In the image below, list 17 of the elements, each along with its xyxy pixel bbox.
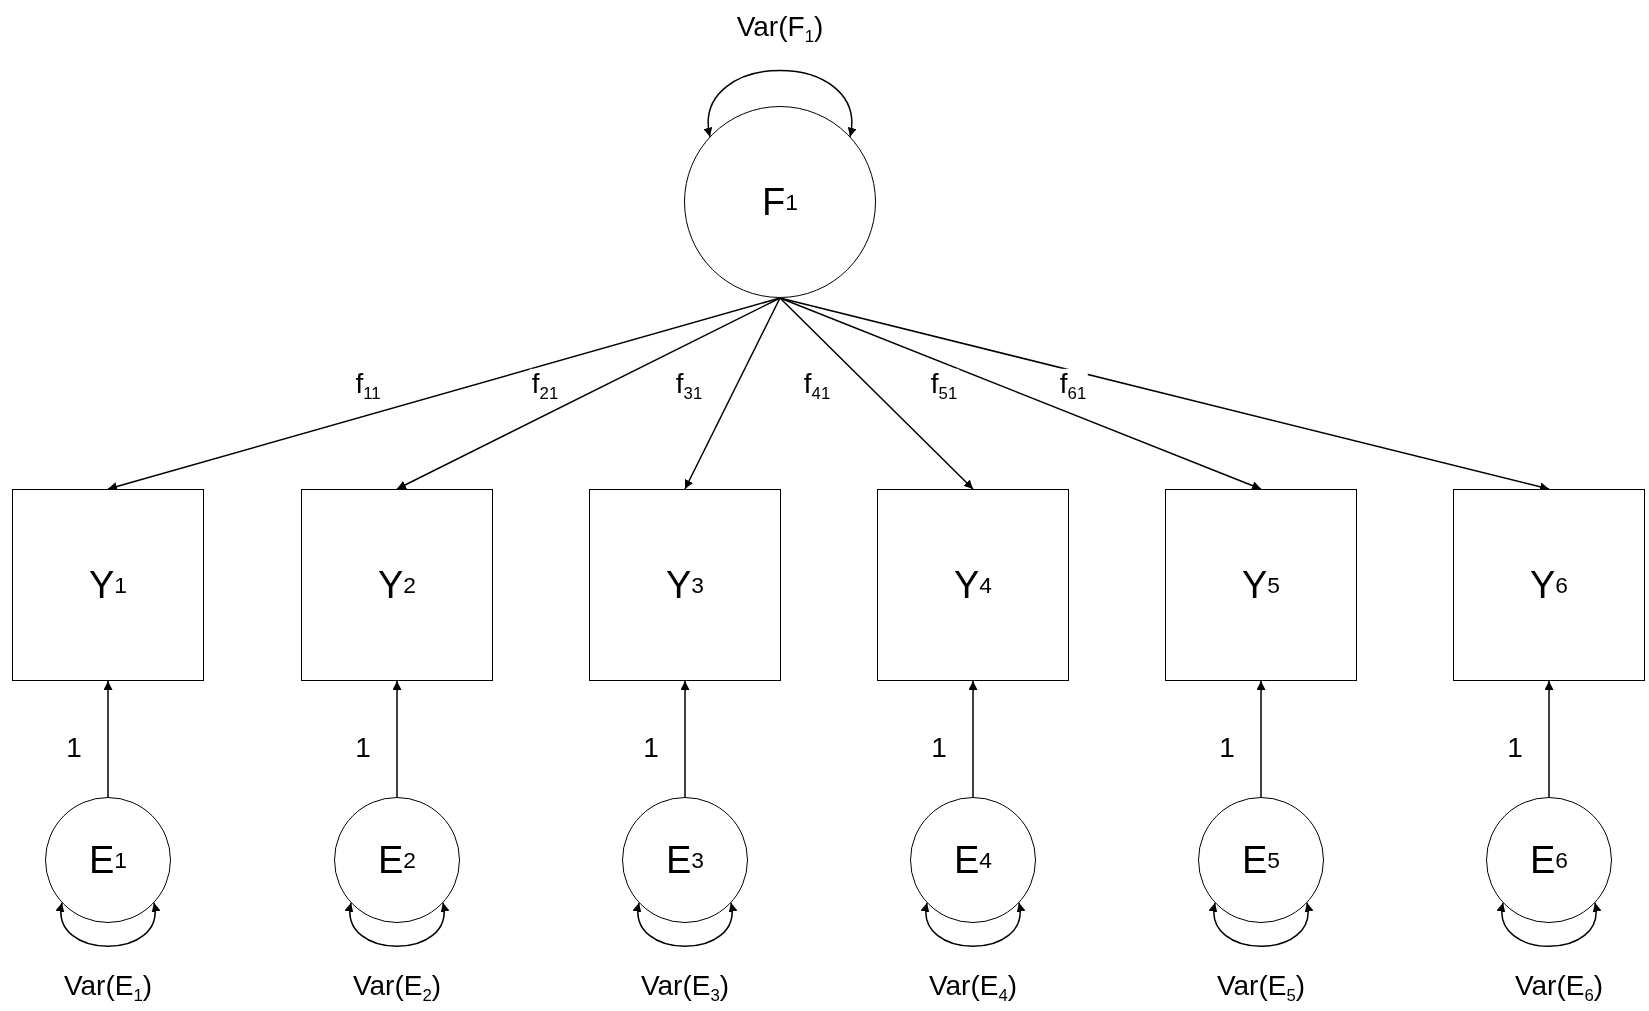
arrow bbox=[779, 297, 974, 490]
self-loop-arrow bbox=[1497, 902, 1601, 948]
arrow bbox=[392, 680, 402, 798]
arrow bbox=[968, 680, 978, 798]
arrow bbox=[684, 297, 781, 490]
arrow bbox=[1544, 680, 1554, 798]
self-loop-arrow bbox=[633, 902, 737, 948]
arrow bbox=[680, 680, 690, 798]
self-loop-arrow bbox=[921, 902, 1025, 948]
arrow bbox=[779, 297, 1262, 490]
self-loop-arrow bbox=[704, 69, 856, 138]
arrow bbox=[1256, 680, 1266, 798]
self-loop-arrow bbox=[345, 902, 449, 948]
arrow bbox=[396, 297, 781, 490]
arrow bbox=[103, 680, 113, 798]
self-loop-arrow bbox=[1209, 902, 1313, 948]
self-loop-arrow bbox=[56, 902, 160, 948]
